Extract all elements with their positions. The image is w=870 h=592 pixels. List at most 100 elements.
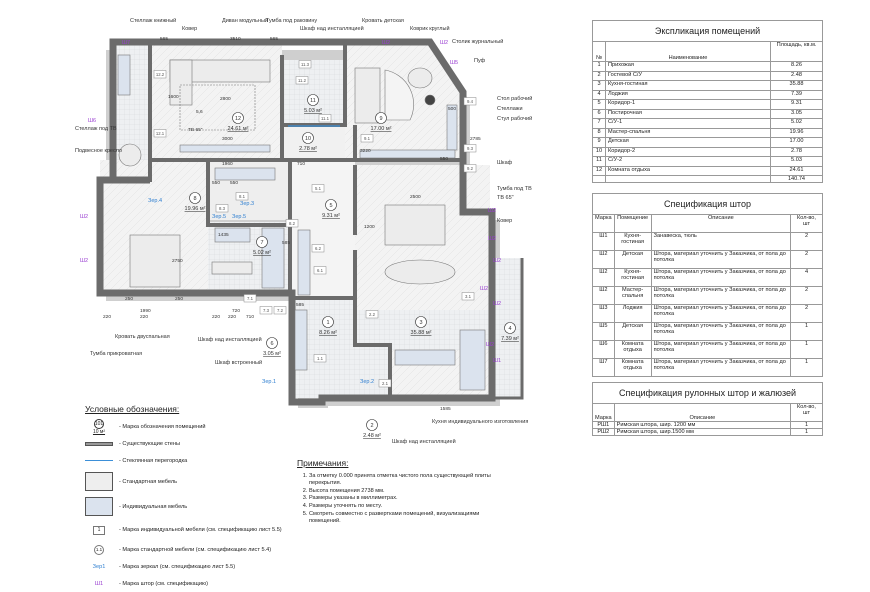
dimension-label: 710 — [297, 161, 305, 167]
room-area: 19.96 — [770, 127, 823, 138]
curtain-description: Штора, материал уточнить у Заказчика, от… — [650, 340, 792, 359]
mirror-mark-symbol: Зер1 — [92, 563, 106, 570]
room-area: 19.96 м² — [185, 206, 206, 212]
furniture-mark: 11.3 — [301, 62, 310, 67]
room-mark-area: 10 м² — [92, 428, 106, 435]
room-mark-circle — [322, 316, 334, 328]
room-number: 12 — [235, 116, 241, 122]
curtain-qty: 1 — [790, 340, 823, 359]
curtain-room: Лоджия — [613, 304, 652, 323]
curtain-mark: Ш2 — [486, 342, 494, 348]
callout-label: Стеллаж под ТВ — [75, 126, 117, 132]
note-item: За отметку 0.000 принята отметка чистого… — [309, 473, 497, 488]
room-area: 3.05 м² — [263, 351, 281, 357]
curtain-mark: Ш3 — [592, 304, 615, 323]
curtain-mark: Ш2 — [488, 208, 496, 214]
room-number: 1 — [592, 61, 606, 72]
legend-label: - Марка индивидуальной мебели (см. специ… — [119, 527, 282, 533]
dimension-label: 250 — [175, 296, 183, 302]
dimension-label: 565 — [270, 36, 278, 42]
furniture-mark: 7.1 — [247, 296, 254, 301]
roller-qty: 1 — [790, 421, 823, 429]
room-mark-number: 101 — [94, 418, 104, 429]
room-area: 2.78 — [770, 146, 823, 157]
legend-label: - Марка стандартной мебели (см. специфик… — [119, 546, 272, 553]
curtain-room: Детская — [613, 322, 652, 341]
callout-label: Тумба под раковину — [266, 18, 317, 24]
furniture-mark: 3.1 — [465, 294, 472, 299]
furniture-mark-box — [378, 379, 392, 388]
room-number: 8 — [592, 127, 606, 138]
curtain-mark: Ш2 — [493, 258, 501, 264]
note-item: Высота помещения 2738 мм. — [309, 488, 497, 496]
dimension-label: 1960 — [222, 161, 233, 167]
callout-label: Кровать двуспальная — [115, 334, 170, 340]
dimension-label: 585 — [296, 302, 304, 308]
room-number: 10 — [592, 146, 606, 157]
room-number: 6 — [592, 108, 606, 119]
room-area: 24.61 — [770, 165, 823, 176]
callout-label: ТВ 65" — [497, 195, 514, 201]
legend-label: - Марка зеркал (см. спецификацию лист 5.… — [119, 563, 236, 570]
room-area: 7.39 м² — [501, 336, 519, 342]
furniture-mark-box — [273, 306, 287, 315]
walls — [96, 38, 524, 406]
furniture-mark-box — [463, 97, 477, 106]
room-name: Лоджия — [605, 89, 771, 100]
furniture-mark: 9.3 — [467, 146, 474, 151]
room-name: Коридор-2 — [605, 146, 771, 157]
col-number: № — [592, 41, 606, 62]
curtain-description: Штора, материал уточнить у Заказчика, от… — [650, 286, 792, 305]
furniture-mark: 9.2 — [467, 166, 474, 171]
callout-label: Шкаф — [497, 160, 513, 166]
room-number: 1 — [326, 320, 329, 326]
furniture-mark: 6.2 — [315, 246, 322, 251]
col-qty: Кол-во, шт — [790, 214, 823, 233]
mirror-mark: Зер.4 — [148, 198, 162, 204]
curtain-mark: Ш5 — [592, 322, 615, 341]
dimension-label: 220 — [103, 314, 111, 320]
callout-label: Ковер — [182, 26, 197, 32]
room-number: 7 — [260, 240, 263, 246]
curtain-qty: 1 — [790, 358, 823, 377]
furniture-mark-box — [298, 60, 312, 69]
legend-label: - Стеклянная перегородка — [119, 457, 188, 464]
furniture-mark-box — [153, 129, 167, 138]
dimension-label: 250 — [125, 296, 133, 302]
dimension-label: 2800 — [220, 96, 231, 102]
roller-description: Римская штора, шир. 1200 мм — [613, 421, 792, 429]
room-number: 11 — [592, 156, 606, 167]
dimension-label: ТВ 65" — [188, 127, 203, 133]
room-number: 11 — [310, 98, 316, 104]
callout-label: Стеллажи — [497, 106, 523, 112]
curtain-description: Штора, материал уточнить у Заказчика, от… — [650, 250, 792, 269]
room-number: 5 — [329, 203, 332, 209]
rooms-table-title: Экспликация помещений — [592, 20, 823, 42]
dimension-label: 1435 — [218, 232, 229, 238]
curtain-mark: Ш2 — [440, 40, 448, 46]
furniture-mark-box — [311, 184, 325, 193]
room-area: 5.02 м² — [253, 250, 271, 256]
room-number: 3 — [419, 320, 422, 326]
dimension-label: 500 — [448, 106, 456, 112]
dimension-label: 220 — [212, 314, 220, 320]
room-area: 9.31 — [770, 99, 823, 110]
room-number: 10 — [305, 136, 311, 142]
dimension-label: 220 — [228, 314, 236, 320]
callout-label: Коврик круглый — [410, 25, 450, 32]
room-area: 2.78 м² — [299, 146, 317, 152]
room-name: Мастер-спальня — [605, 127, 771, 138]
legend-label: - Существующие стены — [119, 440, 181, 447]
existing-wall-symbol — [85, 441, 113, 446]
room-area: 35.88 — [770, 80, 823, 91]
col-description: Описание — [613, 403, 792, 422]
